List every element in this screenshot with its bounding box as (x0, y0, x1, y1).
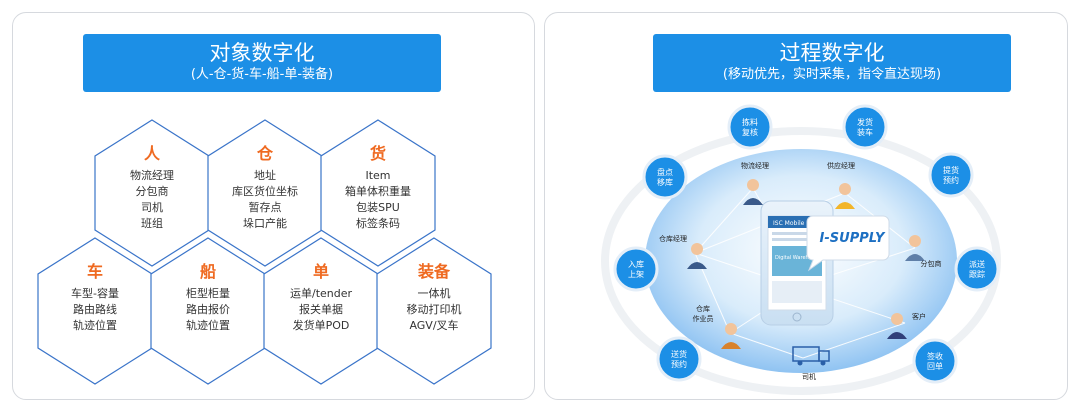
role-label: 仓库经理 (659, 234, 687, 243)
node-label: 复核 (742, 127, 758, 137)
hex-person: 人 物流经理 分包商 司机 班组 (94, 119, 210, 267)
phone-header: ISC Mobile (773, 220, 805, 227)
hex-document: 单 运单/tender 报关单据 发货单POD (263, 237, 379, 385)
node-label: 入库 (628, 259, 644, 269)
hex-title: 人 (144, 144, 161, 163)
node-pickup-appointment: 提货 预约 (928, 152, 974, 198)
phone-text: Digital Warehouse (775, 255, 821, 261)
node-delivery-appointment: 送货 预约 (656, 336, 702, 382)
hex-line: 班组 (141, 216, 163, 230)
node-label: 跟踪 (969, 269, 985, 279)
hex-title: 车 (87, 262, 103, 281)
object-digitization-banner: 对象数字化 (人-仓-货-车-船-单-装备) (83, 34, 441, 92)
hex-line: 箱单体积重量 (345, 184, 411, 198)
hex-line: 发货单POD (293, 318, 350, 332)
hex-line: 物流经理 (130, 168, 174, 182)
node-label: 预约 (943, 175, 959, 185)
node-label: 发货 (857, 117, 873, 127)
left-subtitle: (人-仓-货-车-船-单-装备) (190, 67, 334, 82)
node-label: 派送 (969, 259, 985, 269)
node-label: 盘点 (657, 167, 673, 177)
node-label: 预约 (671, 359, 687, 369)
hex-line: 地址 (254, 168, 276, 182)
hex-line: 一体机 (418, 286, 451, 300)
hex-title: 仓 (256, 144, 274, 163)
node-inventory-transfer: 盘点 移库 (642, 154, 688, 200)
hex-line: 报关单据 (299, 302, 343, 316)
role-label: 分包商 (921, 259, 942, 268)
process-digitization-panel: 过程数字化 (移动优先，实时采集，指令直达现场) (544, 12, 1068, 400)
hex-line: 标签条码 (356, 216, 400, 230)
hex-ship: 船 柜型柜量 路由报价 轨迹位置 (150, 237, 266, 385)
node-label: 送货 (671, 349, 687, 359)
node-signoff-receipt: 签收 回单 (912, 338, 958, 384)
role-label: 司机 (802, 372, 816, 381)
hex-line: 路由路线 (73, 302, 117, 316)
role-label: 客户 (912, 312, 926, 321)
process-digitization-banner: 过程数字化 (移动优先，实时采集，指令直达现场) (653, 34, 1011, 92)
object-digitization-panel: 对象数字化 (人-仓-货-车-船-单-装备) 人 物流经理 分包商 司机 班组 … (12, 12, 535, 400)
hex-line: 车型-容量 (71, 286, 119, 300)
node-pick-review: 拣料 复核 (727, 104, 773, 150)
hex-line: 移动打印机 (407, 302, 462, 316)
hex-line: 包装SPU (356, 201, 400, 214)
hexagon-diagram: 人 物流经理 分包商 司机 班组 仓 地址 库区货位坐标 暂存点 垛口产能 货 … (37, 119, 492, 385)
left-title: 对象数字化 (209, 41, 315, 65)
node-delivery-tracking: 派送 跟踪 (954, 246, 1000, 292)
brand-text: I-SUPPLY (820, 231, 886, 246)
hex-line: AGV/叉车 (409, 318, 458, 332)
role-driver: 司机 (792, 346, 830, 381)
hex-line: Item (365, 169, 390, 182)
i-supply-bubble: I-SUPPLY (806, 215, 890, 272)
role-warehouse-manager: 仓库经理 (659, 234, 707, 269)
hex-line: 轨迹位置 (186, 318, 230, 332)
hex-line: 暂存点 (249, 200, 282, 214)
hex-title: 船 (200, 262, 216, 281)
role-label: 仓库 (696, 304, 710, 313)
hex-title: 装备 (417, 262, 451, 281)
hex-goods: 货 Item 箱单体积重量 包装SPU 标签条码 (320, 119, 436, 267)
node-inbound-putaway: 入库 上架 (613, 246, 659, 292)
role-label: 物流经理 (741, 161, 769, 170)
node-label: 提货 (943, 165, 959, 175)
node-label: 签收 (927, 351, 943, 361)
role-subcontractor: 分包商 (905, 235, 942, 268)
role-supply-manager: 供应经理 (827, 161, 855, 209)
hex-title: 单 (313, 262, 329, 281)
hex-line: 运单/tender (290, 287, 353, 300)
hex-line: 司机 (141, 200, 163, 214)
node-label: 回单 (927, 361, 943, 371)
hex-title: 货 (370, 144, 386, 163)
node-label: 拣料 (742, 117, 758, 127)
node-ship-load: 发货 装车 (842, 104, 888, 150)
hex-line: 分包商 (136, 184, 169, 198)
role-logistics-manager: 物流经理 (741, 161, 769, 205)
process-cycle-diagram: ISC Mobile Digital Warehouse I-SUPPLY 物流… (601, 104, 1001, 395)
role-label: 供应经理 (827, 161, 855, 170)
node-label: 装车 (857, 127, 873, 137)
node-label: 上架 (628, 270, 644, 279)
hex-equipment: 装备 一体机 移动打印机 AGV/叉车 (376, 237, 492, 385)
right-subtitle: (移动优先，实时采集，指令直达现场) (722, 67, 942, 82)
role-label: 作业员 (693, 314, 714, 323)
role-customer: 客户 (887, 312, 926, 339)
hex-line: 路由报价 (186, 302, 230, 316)
hex-warehouse: 仓 地址 库区货位坐标 暂存点 垛口产能 (207, 119, 323, 267)
hex-line: 轨迹位置 (73, 318, 117, 332)
role-warehouse-operator: 仓库 作业员 (693, 304, 741, 349)
hex-line: 柜型柜量 (186, 286, 230, 300)
hex-line: 垛口产能 (243, 216, 287, 230)
hex-line: 库区货位坐标 (232, 184, 298, 198)
right-title: 过程数字化 (779, 41, 885, 65)
node-label: 移库 (657, 177, 673, 187)
hex-vehicle: 车 车型-容量 路由路线 轨迹位置 (37, 237, 153, 385)
